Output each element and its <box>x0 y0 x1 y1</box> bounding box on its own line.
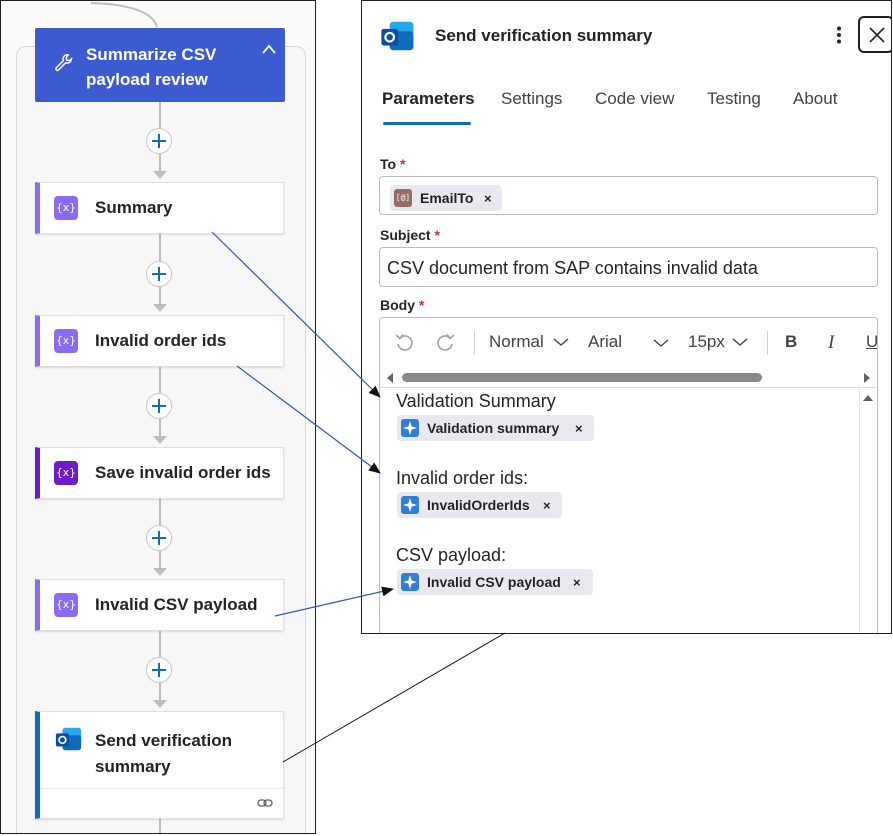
scroll-right-icon[interactable] <box>863 373 871 383</box>
token-label: EmailTo <box>420 190 474 206</box>
more-options-icon[interactable] <box>836 26 842 44</box>
vertical-scrollbar[interactable] <box>859 388 860 633</box>
token-label: InvalidOrderIds <box>427 497 530 513</box>
action-card-invalid-order-ids[interactable]: {x} Invalid order ids <box>35 315 284 367</box>
chevron-up-icon[interactable] <box>261 43 277 55</box>
dynamic-token[interactable]: [@] EmailTo × <box>390 185 502 211</box>
toolbar-divider <box>767 331 768 355</box>
connector-arrow <box>153 171 167 179</box>
scope-title: Summarize CSV payload review <box>86 45 217 89</box>
close-icon <box>869 27 885 43</box>
body-line: CSV payload: <box>396 545 507 565</box>
subject-field[interactable]: CSV document from SAP contains invalid d… <box>379 247 878 287</box>
variable-icon: {x} <box>54 593 78 617</box>
connector-line <box>159 819 161 833</box>
panel-title: Send verification summary <box>435 26 653 45</box>
dynamic-token[interactable]: InvalidOrderIds × <box>397 492 562 518</box>
font-size-select[interactable]: 15px <box>688 332 748 352</box>
remove-token-icon[interactable]: × <box>484 191 492 206</box>
dynamic-token[interactable]: Validation summary × <box>397 415 594 441</box>
scrollbar-thumb[interactable] <box>402 373 762 382</box>
variable-icon: {x} <box>54 196 78 220</box>
scroll-up-icon[interactable] <box>863 394 873 402</box>
italic-button[interactable]: I <box>828 332 835 353</box>
token-label: Invalid CSV payload <box>427 574 561 590</box>
tab-about[interactable]: About <box>793 89 838 108</box>
chevron-down-icon <box>553 338 568 346</box>
add-action-button[interactable] <box>146 525 172 551</box>
outlook-icon <box>381 21 414 51</box>
add-action-button[interactable] <box>146 261 172 287</box>
remove-token-icon[interactable]: × <box>543 498 551 513</box>
action-label: Send verification summary <box>95 731 232 776</box>
incoming-connector <box>91 2 158 28</box>
body-editor[interactable]: Normal Arial 15px B I U Validation Summa… <box>379 317 878 633</box>
active-tab-indicator <box>383 122 471 125</box>
sparkle-icon <box>401 573 419 591</box>
action-card-invalid-csv-payload[interactable]: {x} Invalid CSV payload <box>35 579 284 631</box>
connector-arrow <box>153 700 167 708</box>
tab-testing[interactable]: Testing <box>707 89 761 108</box>
sparkle-icon <box>401 419 419 437</box>
action-label: Save invalid order ids <box>95 463 271 482</box>
action-card-send-verification-summary[interactable]: Send verification summary <box>35 711 284 819</box>
connector-arrow <box>153 436 167 444</box>
paragraph-style-select[interactable]: Normal <box>489 332 569 352</box>
tab-code-view[interactable]: Code view <box>595 89 675 108</box>
tab-settings[interactable]: Settings <box>501 89 563 108</box>
close-button[interactable] <box>858 16 891 53</box>
add-action-button[interactable] <box>146 128 172 154</box>
action-label: Invalid CSV payload <box>95 595 258 614</box>
subject-label: Subject * <box>380 227 440 243</box>
token-label: Validation summary <box>427 420 560 436</box>
to-field[interactable]: [@] EmailTo × <box>379 176 878 215</box>
connector-arrow <box>153 568 167 576</box>
variable-icon: {x} <box>54 461 78 485</box>
add-action-button[interactable] <box>146 657 172 683</box>
font-family-select[interactable]: Arial <box>588 332 623 351</box>
body-label: Body * <box>380 297 425 313</box>
underline-button[interactable]: U <box>866 332 878 351</box>
remove-token-icon[interactable]: × <box>575 421 583 436</box>
variable-icon: {x} <box>54 329 78 353</box>
subject-value: CSV document from SAP contains invalid d… <box>387 258 758 278</box>
card-divider <box>40 788 283 789</box>
chevron-down-icon[interactable] <box>653 338 669 348</box>
tab-parameters[interactable]: Parameters <box>382 89 475 108</box>
scroll-left-icon[interactable] <box>386 373 394 383</box>
connector-arrow <box>153 304 167 312</box>
remove-token-icon[interactable]: × <box>573 575 581 590</box>
redo-icon[interactable] <box>434 332 456 354</box>
sparkle-icon <box>401 496 419 514</box>
action-card-save-invalid-order-ids[interactable]: {x} Save invalid order ids <box>35 447 284 499</box>
variable-icon: [@] <box>394 189 412 207</box>
body-line: Invalid order ids: <box>396 468 529 488</box>
action-label: Invalid order ids <box>95 331 227 350</box>
body-line: Validation Summary <box>396 391 556 411</box>
undo-icon[interactable] <box>394 332 416 354</box>
toolbar-divider <box>380 387 877 388</box>
add-action-button[interactable] <box>146 393 172 419</box>
action-card-summary[interactable]: {x} Summary <box>35 182 284 234</box>
toolbar-divider <box>474 331 475 355</box>
callout-line <box>282 632 506 763</box>
bold-button[interactable]: B <box>785 332 798 351</box>
to-label: To * <box>380 156 406 172</box>
scope-header[interactable]: Summarize CSV payload review <box>35 28 285 102</box>
action-details-panel: Send verification summary Parameters Set… <box>361 0 892 634</box>
dynamic-token[interactable]: Invalid CSV payload × <box>397 569 593 595</box>
flow-canvas: Summarize CSV payload review {x} Summary… <box>0 0 316 834</box>
chevron-down-icon <box>732 338 748 346</box>
wrench-icon <box>55 54 73 72</box>
action-label: Summary <box>95 198 173 217</box>
outlook-icon <box>55 727 82 751</box>
link-icon[interactable] <box>257 796 273 810</box>
